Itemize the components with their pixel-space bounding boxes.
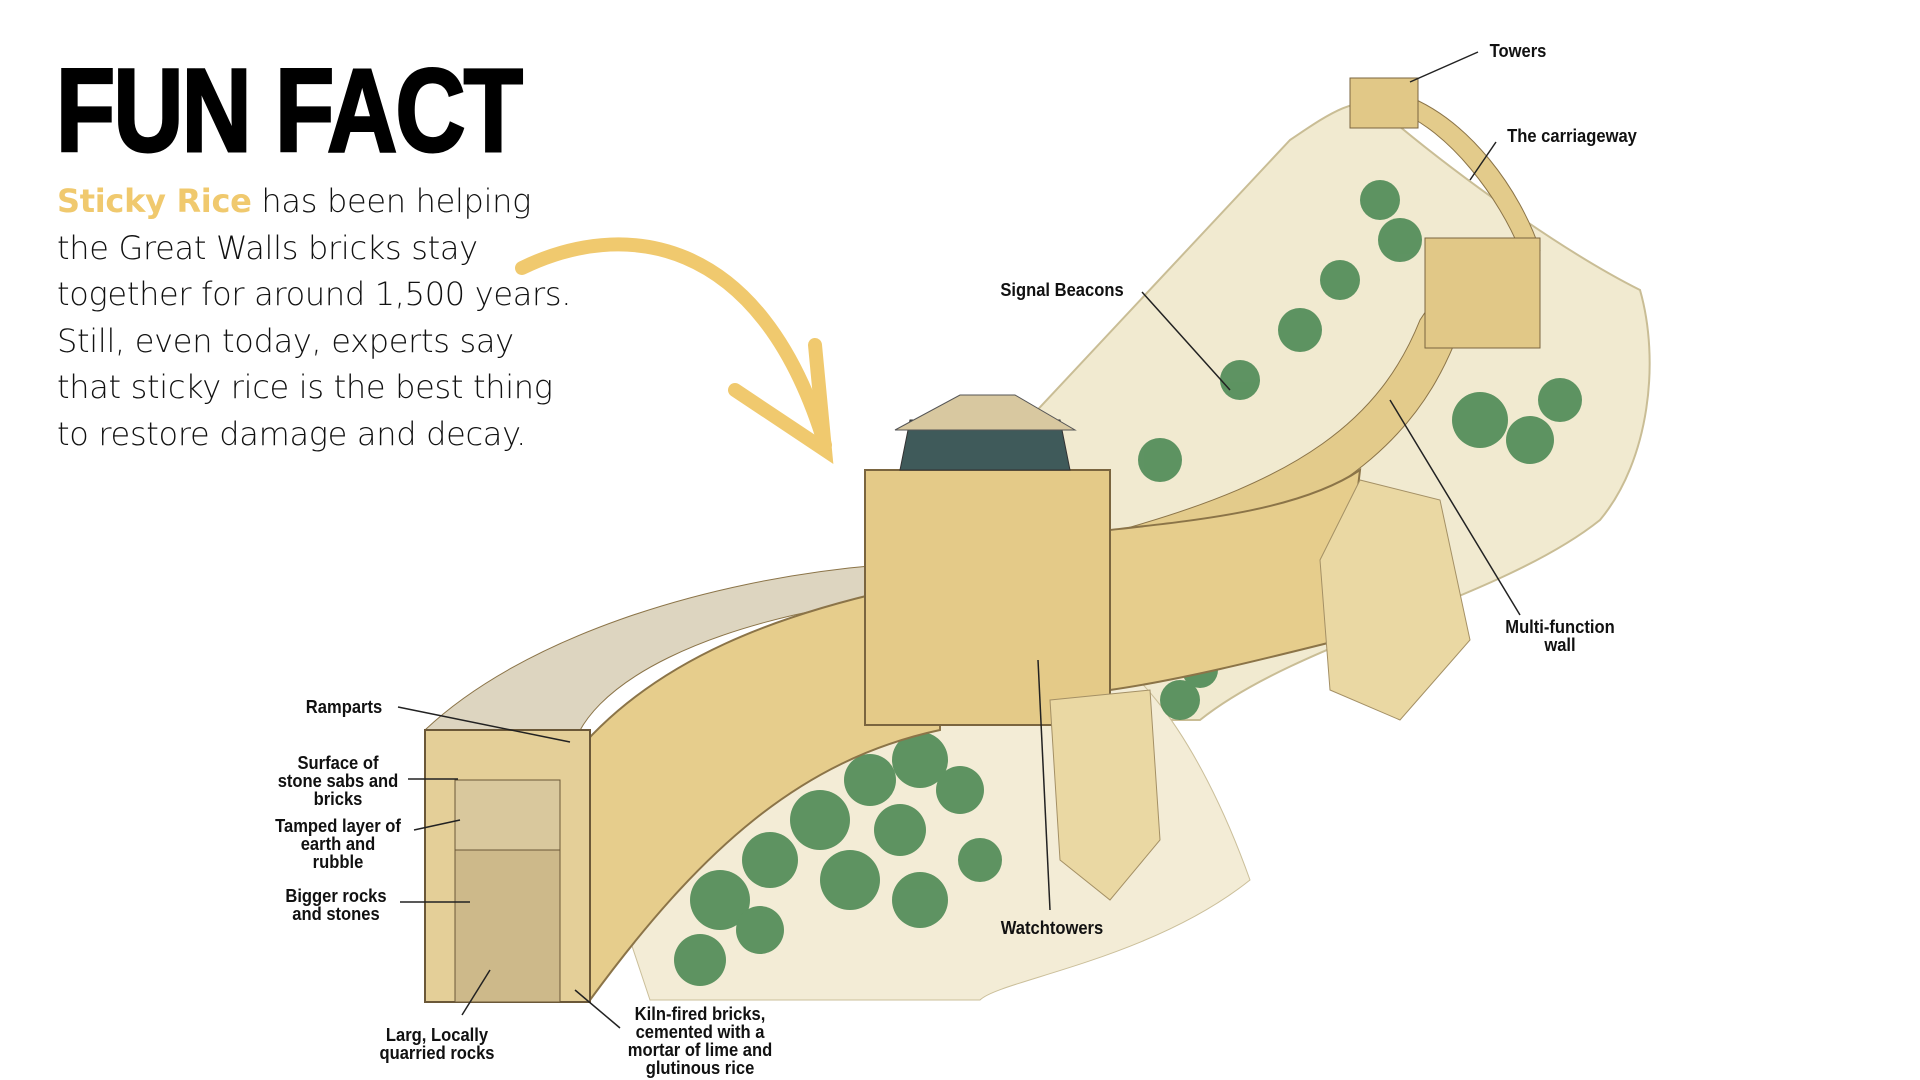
upper-tower bbox=[1424, 237, 1541, 349]
highlight-sticky-rice: Sticky Rice bbox=[57, 182, 252, 220]
watchtower bbox=[864, 469, 1111, 726]
label-bigger-rocks: Bigger rocks and stones bbox=[285, 886, 387, 924]
label-large-rocks: Larg, Locally quarried rocks bbox=[379, 1025, 495, 1063]
label-surface: Surface of stone sabs and bricks bbox=[277, 753, 399, 809]
label-towers: Towers bbox=[1489, 41, 1547, 61]
label-signal-beacons: Signal Beacons bbox=[1000, 280, 1124, 300]
label-ramparts: Ramparts bbox=[305, 697, 383, 717]
label-multi-function-wall: Multi-function wall bbox=[1505, 617, 1615, 655]
page-title: FUN FACT bbox=[55, 45, 524, 177]
label-tamped-layer: Tamped layer of earth and rubble bbox=[275, 816, 401, 872]
label-carriageway: The carriageway bbox=[1507, 126, 1637, 146]
leader-lines bbox=[397, 51, 1521, 1029]
fact-body: has been helping the Great Walls bricks … bbox=[57, 182, 572, 453]
watchtower-roof bbox=[899, 419, 1071, 471]
label-kiln-fired-bricks: Kiln-fired bricks, cemented with a morta… bbox=[627, 1004, 773, 1078]
label-watchtowers: Watchtowers bbox=[1000, 918, 1104, 938]
curved-arrow-icon bbox=[515, 237, 834, 464]
rocks bbox=[1319, 479, 1471, 721]
top-tower bbox=[1349, 77, 1419, 129]
main-wall-face bbox=[568, 578, 941, 1003]
fun-fact-text: Sticky Rice has been helping the Great W… bbox=[57, 178, 577, 457]
